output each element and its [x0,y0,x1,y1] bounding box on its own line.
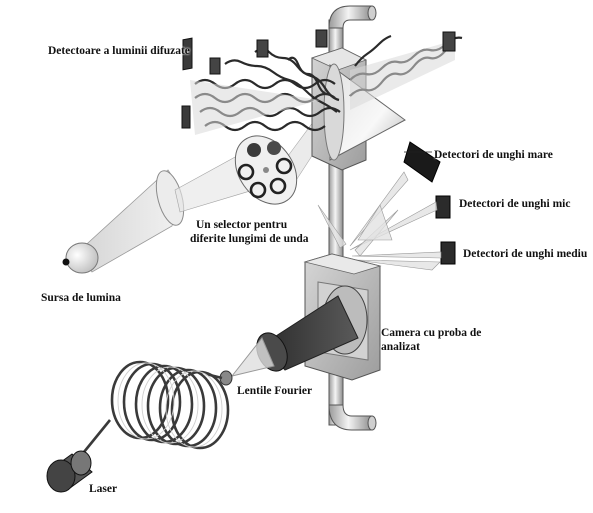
label-wavelength-selector-line2: diferite lungimi de unda [190,233,309,245]
scatter-detector-plates [181,29,456,129]
light-source [62,169,185,274]
label-laser: Laser [89,483,118,495]
optical-fiber-highlight [117,362,223,448]
label-light-source: Sursa de lumina [41,292,121,304]
label-wavelength-selector-line1: Un selector pentru [196,219,288,231]
wavelength-selector-wheel [234,135,298,205]
label-large-angle-detectors: Detectori de unghi mare [434,149,553,161]
label-sample-cell-line2: analizat [381,341,420,353]
label-scatter-detectors: Detectoare a luminii difuzate [48,45,190,57]
label-small-angle-detectors: Detectori de unghi mic [459,198,571,210]
laser-unit [46,450,93,493]
label-sample-cell-line1: Camera cu proba de [381,327,482,339]
scattered-light-haze [190,40,455,135]
laser-beam-to-cell [230,295,359,377]
label-medium-angle-detectors: Detectori de unghi mediu [463,248,588,260]
detector-light-rays [317,171,442,271]
label-fourier-lens: Lentile Fourier [237,385,313,397]
